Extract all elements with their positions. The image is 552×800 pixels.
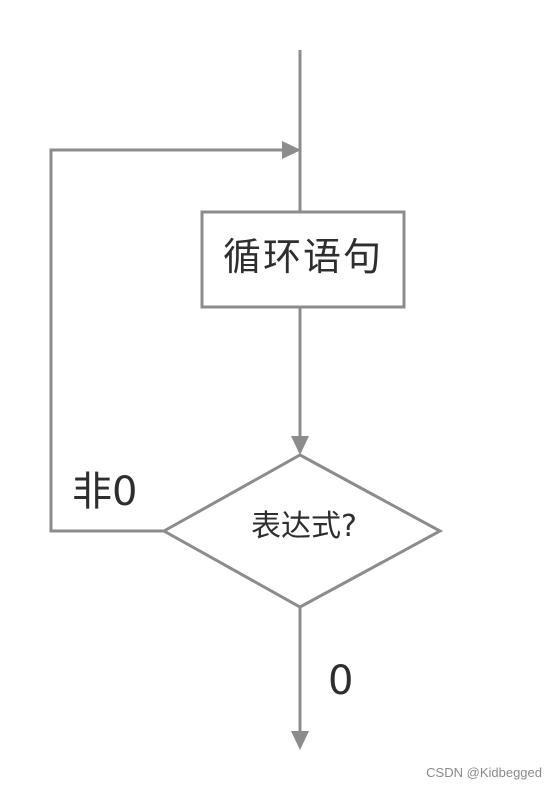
exit-label: 0 bbox=[328, 658, 354, 704]
decision-label: 表达式? bbox=[251, 509, 357, 544]
exit-arrowhead bbox=[291, 731, 309, 750]
loop-back-line bbox=[49, 148, 283, 533]
loop-arrowhead bbox=[282, 141, 301, 159]
watermark: CSDN @Kidbegged bbox=[426, 765, 542, 780]
decision-arrowhead bbox=[291, 436, 309, 455]
loop-back-label: 非0 bbox=[72, 469, 138, 515]
process-box bbox=[200, 210, 406, 309]
process-box-label: 循环语句 bbox=[222, 235, 383, 279]
